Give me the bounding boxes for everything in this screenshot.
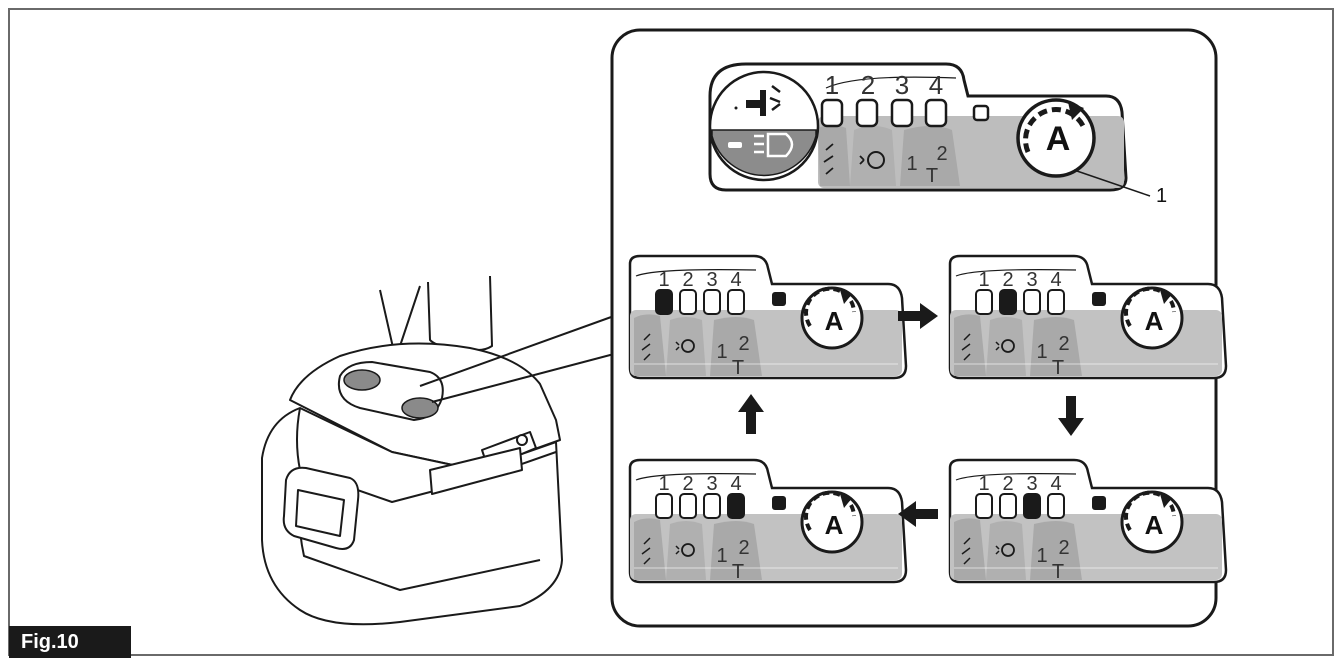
- cycle-arrows: [738, 303, 1084, 527]
- cycle-sub-letter: T: [732, 561, 744, 583]
- cycle-sub-number: 2: [1058, 333, 1069, 355]
- cycle-sub-number: 1: [1036, 545, 1047, 567]
- auto-symbol: A: [1145, 306, 1164, 336]
- cycle-number: 1: [658, 473, 669, 495]
- active-mode-lamp: [1000, 290, 1016, 314]
- cycle-sub-number: 1: [716, 341, 727, 363]
- mode-number-3: 3: [895, 70, 909, 100]
- cycle-number: 1: [658, 269, 669, 291]
- cycle-sub-number: 2: [1058, 537, 1069, 559]
- cycle-number: 1: [978, 473, 989, 495]
- arrow-up-icon: [738, 394, 764, 434]
- cycle-number: 3: [706, 473, 717, 495]
- main-control-panel: 1 2 3 4 1 2 T A: [708, 62, 1128, 192]
- active-mode-lamp: [656, 290, 672, 314]
- mode-number-4: 4: [929, 70, 943, 100]
- auto-lamp: [972, 104, 990, 122]
- cycle-panel-mode-3: 1 2 3 4 A 1 2 T: [948, 458, 1228, 584]
- cycle-number: 2: [1002, 269, 1013, 291]
- cycle-number: 3: [1026, 473, 1037, 495]
- cycle-number: 4: [1050, 473, 1061, 495]
- mode-lamp-4: [924, 98, 948, 128]
- cycle-number: 4: [730, 269, 741, 291]
- cycle-sub-letter: T: [732, 357, 744, 379]
- arrow-down-icon: [1058, 396, 1084, 436]
- cycle-panel-mode-4: 1 2 3 4 A 1 2 T: [628, 458, 908, 584]
- cycle-number: 2: [1002, 473, 1013, 495]
- auto-button[interactable]: A: [1016, 98, 1096, 178]
- mode-lamp-3: [890, 98, 914, 128]
- cycle-sub-number: 1: [716, 545, 727, 567]
- cycle-number: 3: [1026, 269, 1037, 291]
- auto-symbol: A: [825, 510, 844, 540]
- sub-mode-number-2: 2: [936, 143, 947, 165]
- mode-number-2: 2: [861, 70, 875, 100]
- mode-lamp-1: [820, 98, 844, 128]
- cycle-number: 3: [706, 269, 717, 291]
- zoom-line-upper: [419, 315, 615, 387]
- cycle-sub-letter: T: [1052, 357, 1064, 379]
- drill-base-illustration: [261, 275, 563, 626]
- cycle-number: 2: [682, 269, 693, 291]
- callout-number: 1: [1156, 185, 1167, 207]
- arrow-left-icon: [898, 501, 938, 527]
- cycle-number: 1: [978, 269, 989, 291]
- auto-symbol: A: [1145, 510, 1164, 540]
- auto-symbol: A: [825, 306, 844, 336]
- cycle-sub-number: 2: [738, 333, 749, 355]
- active-mode-lamp: [1024, 494, 1040, 518]
- cycle-number: 4: [730, 473, 741, 495]
- cycle-sub-number: 2: [738, 537, 749, 559]
- cycle-number: 4: [1050, 269, 1061, 291]
- cycle-panel-mode-1: 1 2 3 4 A 1 2 T: [628, 254, 908, 380]
- active-mode-lamp: [728, 494, 744, 518]
- callout-leader: [1073, 169, 1151, 197]
- cycle-sub-number: 1: [1036, 341, 1047, 363]
- figure-label: Fig.10: [9, 626, 131, 658]
- auto-button-label: A: [1046, 120, 1071, 158]
- sub-mode-letter: T: [926, 165, 938, 187]
- sub-mode-number-1: 1: [906, 153, 917, 175]
- cycle-panel-mode-2: 1 2 3 4 A 1 2 T: [948, 254, 1228, 380]
- mode-lamp-2: [855, 98, 879, 128]
- cycle-number: 2: [682, 473, 693, 495]
- cycle-sub-letter: T: [1052, 561, 1064, 583]
- mode-number-1: 1: [825, 70, 839, 100]
- arrow-right-icon: [898, 303, 938, 329]
- zoom-line-lower: [431, 353, 615, 403]
